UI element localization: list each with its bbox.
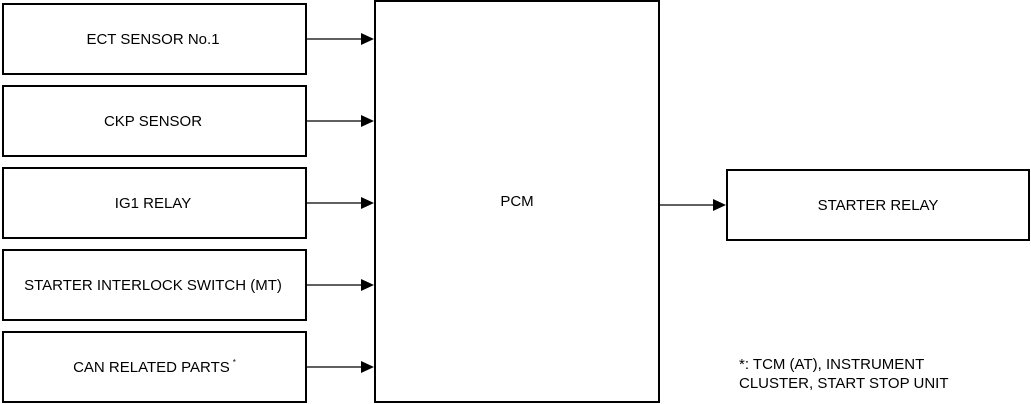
footnote-marker: * (232, 358, 236, 367)
can-related-parts-label: CAN RELATED PARTS* (73, 358, 236, 376)
arrow-interlock-to-pcm (307, 279, 374, 291)
arrow-ect-to-pcm (307, 33, 374, 45)
arrow-can-to-pcm (307, 361, 374, 373)
can-related-parts-box: CAN RELATED PARTS* (2, 331, 307, 403)
arrow-ckp-to-pcm (307, 115, 374, 127)
ect-sensor-box: ECT SENSOR No.1 (2, 3, 307, 75)
pcm-box: PCM (374, 0, 660, 403)
starter-relay-box: STARTER RELAY (726, 169, 1030, 241)
ig1-relay-label: IG1 RELAY (114, 195, 192, 212)
ckp-sensor-label: CKP SENSOR (103, 113, 203, 130)
pcm-label: PCM (500, 193, 534, 210)
arrow-ig1-to-pcm (307, 197, 374, 209)
starter-relay-label: STARTER RELAY (817, 196, 939, 214)
starter-interlock-switch-label: STARTER INTERLOCK SWITCH (MT) (24, 277, 282, 294)
ect-sensor-label: ECT SENSOR No.1 (86, 31, 220, 48)
arrow-pcm-to-starter-relay (660, 199, 726, 211)
starter-interlock-switch-box: STARTER INTERLOCK SWITCH (MT) (2, 249, 307, 321)
ig1-relay-box: IG1 RELAY (2, 167, 307, 239)
ckp-sensor-box: CKP SENSOR (2, 85, 307, 157)
footnote-text: *: TCM (AT), INSTRUMENT CLUSTER, START S… (739, 356, 949, 392)
